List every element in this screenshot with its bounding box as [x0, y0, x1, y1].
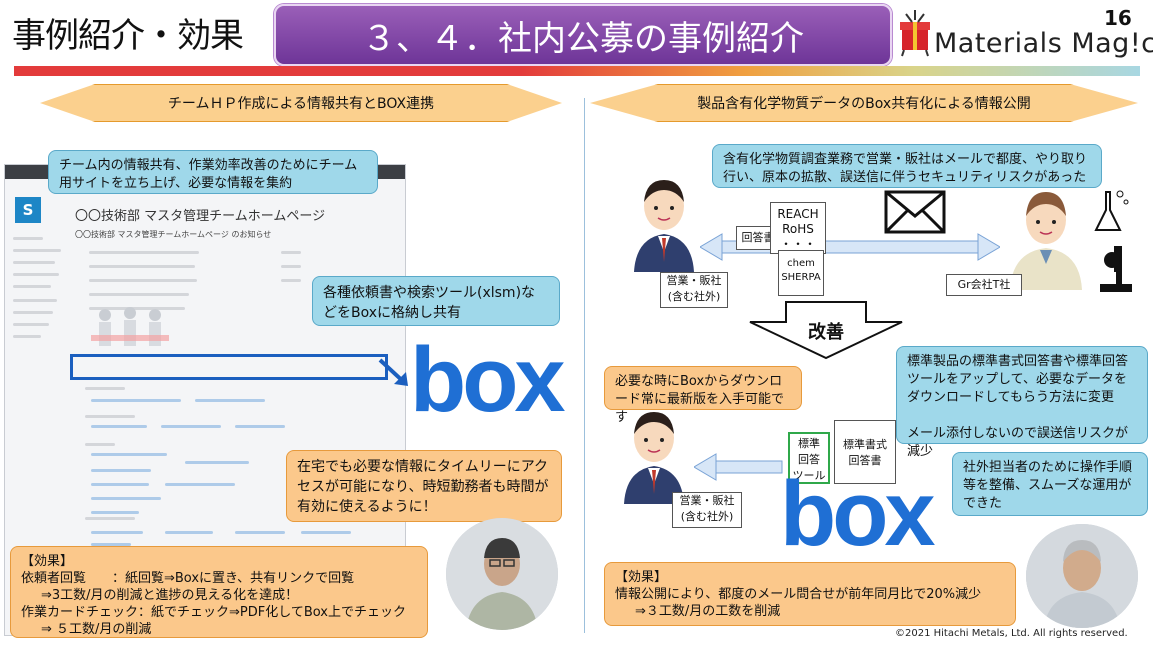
slide-number: 16	[1104, 6, 1132, 30]
highlighted-link-row	[70, 354, 388, 380]
team-image	[91, 307, 169, 346]
arrow-to-box-icon	[378, 358, 408, 386]
right-presenter-photo	[1026, 524, 1138, 628]
banner-title: ３、４．社内公募の事例紹介	[274, 4, 892, 66]
salesperson-icon	[634, 180, 694, 272]
standard-tool-doc: 標準 回答 ツール	[788, 432, 830, 484]
answer-doc: 回答書	[736, 226, 780, 250]
site-title: 〇〇技術部 マスタ管理チームホームページ	[75, 209, 326, 224]
left-effect-line2: ⇒3工数/月の削減と進捗の見える化を達成！	[41, 588, 299, 603]
right-effect-box: 【効果】 情報公開により、都度のメール問合せが前年同月比で20%減少 ⇒３工数/…	[604, 562, 1016, 626]
left-effect-line4: ⇒ ５工数/月の削減	[41, 622, 152, 637]
copyright: ©2021 Hitachi Metals, Ltd. All rights re…	[895, 628, 1128, 639]
team-site-callout: チーム内の情報共有、作業効率改善のためにチーム用サイトを立ち上げ、必要な情報を集…	[48, 150, 378, 194]
box-logo-right: box	[780, 463, 936, 565]
download-callout: 必要な時にBoxからダウンロード常に最新版を入手可能です	[604, 366, 802, 425]
standard-answer-callout: 標準製品の標準書式回答書や標準回答ツールをアップして、必要なデータをダウンロード…	[896, 346, 1148, 459]
manual-callout: 社外担当者のために操作手順等を整備、スムーズな運用ができた	[952, 452, 1148, 516]
sales-label-bottom: 営業・販社 (含む社外)	[672, 492, 742, 528]
right-effect-heading: 【効果】	[615, 570, 668, 585]
lab-equipment-icon	[1094, 190, 1132, 292]
header-rule	[14, 66, 1140, 76]
left-presenter-photo	[446, 518, 558, 630]
sales-label-top: 営業・販社 (含む社外)	[660, 272, 728, 308]
improve-label: 改善	[808, 322, 844, 343]
improve-arrow-icon	[749, 301, 903, 360]
logo-text: Materials Mag!c	[934, 28, 1153, 59]
right-ribbon: 製品含有化学物質データのBox共有化による情報公開	[590, 84, 1138, 122]
left-effect-heading: 【効果】	[21, 554, 74, 569]
left-effect-line1: 依頼者回覧 ：紙回覧⇒Boxに置き、共有リンクで回覧	[21, 571, 355, 586]
column-divider	[584, 98, 585, 633]
right-effect-line1: 情報公開により、都度のメール問合せが前年同月比で20%減少	[615, 587, 982, 602]
before-issue-callout: 含有化学物質調査業務で営業・販社はメールで都度、やり取り行い、原本の拡散、誤送信…	[712, 144, 1102, 188]
remote-access-callout: 在宅でも必要な情報にタイムリーにアクセスが可能になり、時短勤務者も時間が有効に使…	[286, 450, 562, 522]
box-logo: box	[410, 329, 566, 431]
mail-icon	[884, 190, 946, 234]
left-effect-box: 【効果】 依頼者回覧 ：紙回覧⇒Boxに置き、共有リンクで回覧 ⇒3工数/月の削…	[10, 546, 428, 638]
gr-company-label: Gr会社T社	[946, 274, 1022, 296]
right-ribbon-label: 製品含有化学物質データのBox共有化による情報公開	[697, 96, 1031, 112]
salesperson-bottom-icon	[624, 412, 684, 504]
company-logo: Materials Mag!c 16	[898, 6, 1153, 60]
left-arrow-icon	[694, 453, 783, 481]
box-storage-callout: 各種依頼書や検索ツール(xlsm)などをBoxに格納し共有	[312, 276, 560, 326]
left-effect-line3: 作業カードチェック：紙でチェック⇒PDF化してBox上でチェック	[21, 605, 406, 620]
reach-doc: REACH RoHS ・・・	[770, 202, 826, 254]
person-photo-icon-right	[1026, 524, 1138, 628]
right-effect-line2: ⇒３工数/月の工数を削減	[635, 604, 781, 619]
left-ribbon-label: チームＨＰ作成による情報共有とBOX連携	[167, 96, 435, 112]
sharepoint-logo-icon: S	[15, 197, 41, 223]
left-ribbon: チームＨＰ作成による情報共有とBOX連携	[40, 84, 562, 122]
site-subtitle: 〇〇技術部 マスタ管理チームホームページ のお知らせ	[75, 230, 272, 239]
standard-form-doc: 標準書式 回答書	[834, 420, 896, 484]
chem-sherpa-doc: chem SHERPA	[778, 250, 824, 296]
person-photo-icon	[446, 518, 558, 630]
section-title: 事例紹介・効果	[12, 16, 244, 56]
logo-gift-icon	[900, 10, 930, 57]
researcher-icon	[1010, 192, 1082, 290]
